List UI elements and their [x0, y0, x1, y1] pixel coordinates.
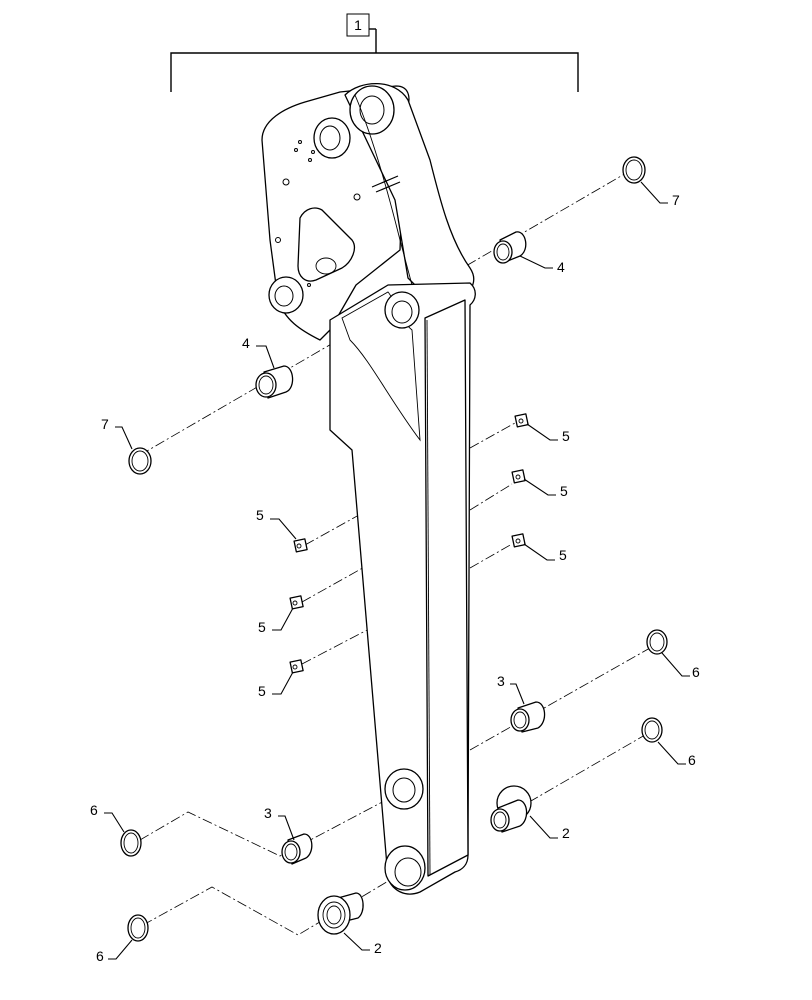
grease-block-5-left-1 — [293, 538, 308, 553]
svg-text:6: 6 — [90, 802, 98, 818]
callout-6-lower-left-2: 6 — [96, 939, 133, 964]
callout-5-right-1: 5 — [526, 423, 570, 444]
svg-text:3: 3 — [497, 673, 505, 689]
callout-5-left-1: 5 — [256, 507, 297, 540]
callout-5-right-2: 5 — [523, 478, 568, 499]
svg-text:5: 5 — [258, 619, 266, 635]
svg-text:5: 5 — [562, 428, 570, 444]
bushing-4-upper — [493, 231, 527, 264]
svg-text:3: 3 — [264, 805, 272, 821]
assembly-callout-label: 1 — [354, 17, 362, 33]
flanged-bushing-2-right — [490, 785, 532, 833]
svg-text:5: 5 — [560, 483, 568, 499]
seal-ring-6-lower-right-1 — [646, 629, 668, 655]
grease-block-5-left-2 — [289, 595, 304, 610]
grease-block-5-left-3 — [289, 659, 304, 674]
bushing-4-left — [255, 365, 294, 399]
svg-text:5: 5 — [258, 683, 266, 699]
callout-3-left: 3 — [264, 805, 295, 841]
bushing-3-right — [510, 701, 546, 733]
callout-5-left-2: 5 — [258, 607, 294, 635]
seal-ring-7-left — [128, 447, 152, 475]
grease-block-5-right-1 — [514, 413, 529, 428]
assembly-bracket: 1 — [170, 13, 579, 92]
bushing-3-left — [281, 833, 313, 865]
callout-6-lower-left-1: 6 — [90, 802, 125, 833]
svg-text:6: 6 — [96, 948, 104, 964]
grease-block-5-right-2 — [511, 469, 526, 484]
svg-text:5: 5 — [256, 507, 264, 523]
svg-text:4: 4 — [242, 335, 250, 351]
svg-text:7: 7 — [672, 192, 680, 208]
callout-6-lower-right-1: 6 — [661, 652, 700, 680]
callout-2-left: 2 — [343, 932, 382, 956]
svg-text:4: 4 — [557, 259, 565, 275]
callout-5-right-3: 5 — [523, 543, 567, 563]
callout-5-left-3: 5 — [258, 671, 294, 699]
svg-text:2: 2 — [374, 940, 382, 956]
svg-text:2: 2 — [562, 825, 570, 841]
flanged-bushing-2-left — [317, 892, 364, 935]
excavator-arm — [261, 82, 476, 895]
seal-ring-6-lower-left-2 — [127, 914, 149, 942]
callout-4-upper-right: 4 — [519, 255, 565, 275]
svg-text:6: 6 — [692, 664, 700, 680]
callout-6-lower-right-2: 6 — [657, 741, 696, 768]
callout-7-left: 7 — [101, 416, 133, 450]
callout-7-upper-right: 7 — [640, 181, 680, 208]
callout-3-right: 3 — [497, 673, 525, 705]
callout-2-right: 2 — [529, 815, 570, 841]
seal-ring-6-lower-left-1 — [120, 829, 142, 857]
seal-ring-6-lower-right-2 — [641, 717, 663, 743]
svg-text:6: 6 — [688, 752, 696, 768]
seal-ring-7-upper — [622, 156, 646, 184]
callout-4-left: 4 — [242, 335, 275, 369]
svg-text:5: 5 — [559, 547, 567, 563]
grease-block-5-right-3 — [511, 533, 526, 548]
svg-text:7: 7 — [101, 416, 109, 432]
